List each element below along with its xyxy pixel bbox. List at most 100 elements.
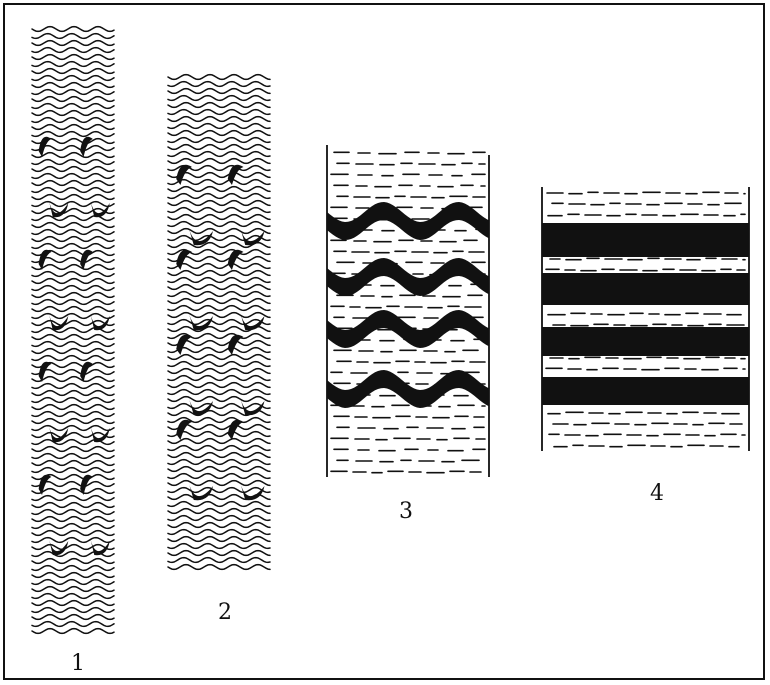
wavy-stratum-line xyxy=(32,160,114,165)
dashed-stratum-row xyxy=(331,471,481,472)
dashed-stratum-row xyxy=(337,427,484,428)
wavy-stratum-line xyxy=(168,439,270,444)
wavy-stratum-line xyxy=(32,69,114,74)
wavy-stratum-line xyxy=(168,285,270,290)
wavy-stratum-line xyxy=(168,222,270,227)
wavy-stratum-line xyxy=(168,544,270,549)
fold-band-bottom xyxy=(240,397,265,415)
wavy-stratum-line xyxy=(168,320,270,325)
wavy-stratum-line xyxy=(168,404,270,409)
wavy-stratum-line xyxy=(32,377,114,382)
wavy-stratum-line xyxy=(32,279,114,284)
wavy-stratum-line xyxy=(168,460,270,465)
dashed-stratum-row xyxy=(337,196,485,197)
wavy-stratum-line xyxy=(32,433,114,438)
dashed-stratum-row xyxy=(553,423,742,424)
wavy-stratum-line xyxy=(32,230,114,235)
wavy-stratum-line xyxy=(32,426,114,431)
wavy-stratum-line xyxy=(32,531,114,536)
wavy-stratum-line xyxy=(168,390,270,395)
dashed-stratum-row xyxy=(548,412,739,413)
wavy-stratum-line xyxy=(32,27,114,32)
wavy-stratum-line xyxy=(168,348,270,353)
wavy-stratum-line xyxy=(32,118,114,123)
wavy-stratum-line xyxy=(32,496,114,501)
dashed-stratum-row xyxy=(334,152,485,153)
straight-black-band xyxy=(542,377,749,405)
wavy-stratum-line xyxy=(32,538,114,543)
dashed-stratum-row xyxy=(546,368,745,369)
dashed-stratum-row xyxy=(334,350,478,351)
wavy-stratum-line xyxy=(168,145,270,150)
wavy-stratum-line xyxy=(32,41,114,46)
wavy-stratum-line xyxy=(32,461,114,466)
wavy-stratum-line xyxy=(32,195,114,200)
wavy-stratum-line xyxy=(168,278,270,283)
wavy-stratum-line xyxy=(32,300,114,305)
wavy-stratum-line xyxy=(32,104,114,109)
wavy-stratum-line xyxy=(32,321,114,326)
dashed-stratum-row xyxy=(550,258,745,259)
wavy-stratum-line xyxy=(32,167,114,172)
wavy-stratum-line xyxy=(32,153,114,158)
panel-1-label: 1 xyxy=(71,653,85,675)
wavy-stratum-line xyxy=(168,453,270,458)
wavy-stratum-line xyxy=(168,82,270,87)
wavy-stratum-line xyxy=(168,131,270,136)
wavy-stratum-line xyxy=(32,398,114,403)
wavy-stratum-line xyxy=(168,383,270,388)
wavy-stratum-line xyxy=(32,384,114,389)
wavy-stratum-line xyxy=(168,215,270,220)
wavy-stratum-line xyxy=(32,454,114,459)
dashed-stratum-row xyxy=(334,449,485,450)
wavy-stratum-line xyxy=(32,391,114,396)
wavy-stratum-line xyxy=(32,447,114,452)
dashed-stratum-row xyxy=(331,438,485,439)
wavy-stratum-line xyxy=(32,559,114,564)
wavy-stratum-line xyxy=(168,292,270,297)
wavy-stratum-line xyxy=(168,516,270,521)
wavy-stratum-line xyxy=(168,355,270,360)
wavy-stratum-line xyxy=(32,545,114,550)
wavy-stratum-line xyxy=(168,467,270,472)
wavy-stratum-line xyxy=(32,580,114,585)
panel-3-wavy-black-bands xyxy=(327,145,489,477)
wavy-stratum-line xyxy=(32,412,114,417)
wavy-black-band xyxy=(327,258,489,296)
fold-band-top xyxy=(176,420,192,440)
wavy-stratum-line xyxy=(32,174,114,179)
wavy-stratum-line xyxy=(168,502,270,507)
wavy-stratum-line xyxy=(32,216,114,221)
panel-1-wavy-strata xyxy=(32,27,114,634)
dashed-stratum-row xyxy=(552,203,741,204)
wavy-stratum-line xyxy=(32,349,114,354)
panel-3-label: 3 xyxy=(399,501,413,523)
wavy-stratum-line xyxy=(168,229,270,234)
wavy-stratum-line xyxy=(168,362,270,367)
wavy-stratum-line xyxy=(32,55,114,60)
wavy-stratum-line xyxy=(168,117,270,122)
wavy-stratum-line xyxy=(32,111,114,116)
wavy-stratum-line xyxy=(32,90,114,95)
wavy-stratum-line xyxy=(32,132,114,137)
dashed-stratum-row xyxy=(331,174,485,175)
fold-band-top xyxy=(176,335,192,355)
wavy-stratum-line xyxy=(32,76,114,81)
wavy-stratum-line xyxy=(32,223,114,228)
wavy-stratum-line xyxy=(32,587,114,592)
fold-band-top xyxy=(176,250,192,270)
wavy-stratum-line xyxy=(32,573,114,578)
wavy-stratum-line xyxy=(168,558,270,563)
panel-4-label: 4 xyxy=(650,483,664,505)
straight-black-band xyxy=(542,327,749,356)
wavy-stratum-line xyxy=(168,187,270,192)
straight-black-band xyxy=(542,223,749,257)
wavy-stratum-line xyxy=(168,236,270,241)
wavy-stratum-line xyxy=(32,608,114,613)
straight-black-band xyxy=(542,273,749,305)
wavy-stratum-line xyxy=(32,622,114,627)
wavy-stratum-line xyxy=(168,201,270,206)
dashed-stratum-row xyxy=(331,306,481,307)
wavy-stratum-line xyxy=(32,405,114,410)
figure-canvas xyxy=(5,5,767,682)
